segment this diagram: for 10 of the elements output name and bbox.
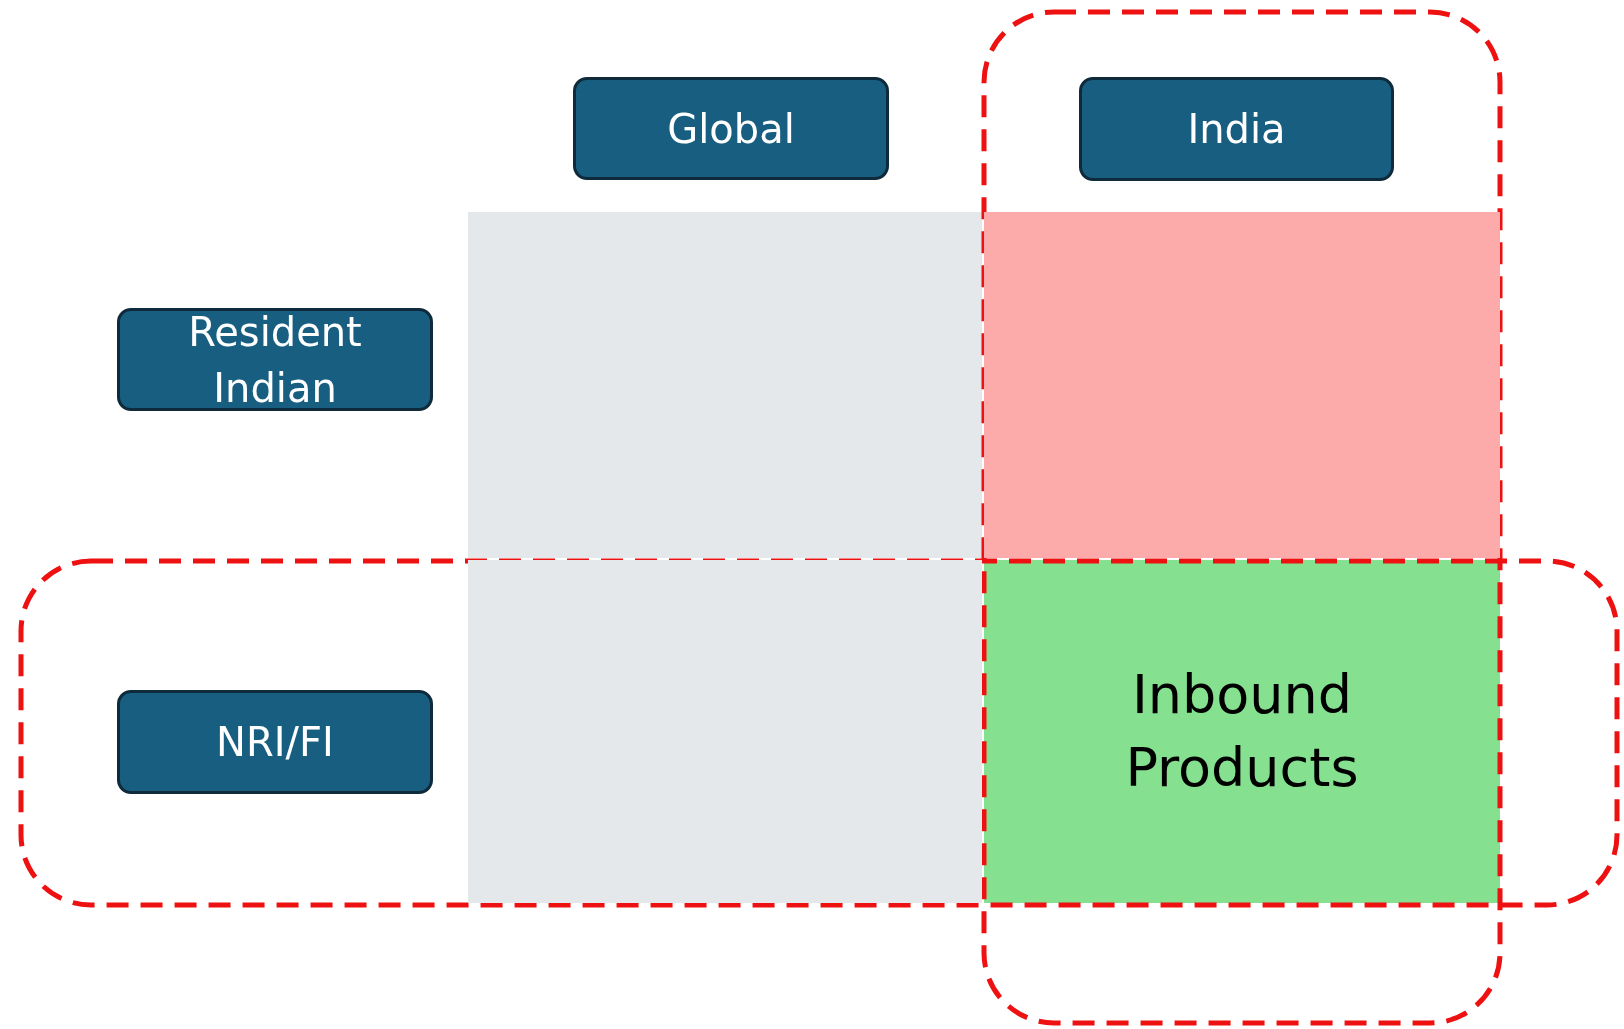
- dashed-outline: [19, 559, 1619, 907]
- header-box: Resident Indian: [117, 308, 433, 411]
- matrix-cell: [468, 560, 982, 903]
- matrix-cell: [468, 212, 982, 558]
- header-box: India: [1079, 77, 1394, 181]
- header-box: Global: [573, 77, 889, 180]
- matrix-cell: Inbound Products: [984, 560, 1500, 903]
- dashed-outline: [982, 10, 1502, 1025]
- matrix-cell: [984, 212, 1500, 558]
- header-box: NRI/FI: [117, 690, 433, 794]
